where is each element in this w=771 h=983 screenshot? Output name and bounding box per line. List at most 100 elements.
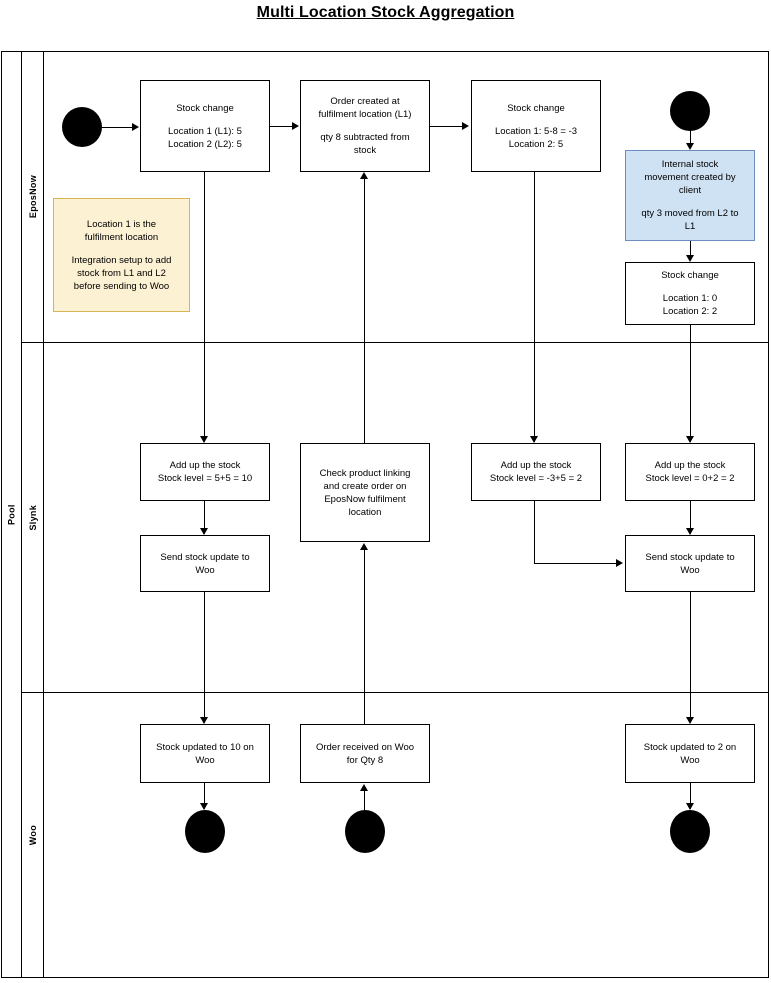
connector-end-woo-order-to-order-received — [364, 790, 365, 815]
node-line: fulfilment location (L1) — [318, 109, 412, 120]
node-slynk-send-update-1[interactable]: Send stock update to Woo — [140, 535, 270, 592]
pool-label: Pool — [6, 504, 17, 525]
node-line: Stock level = 5+5 = 10 — [157, 473, 253, 484]
lane-eposnow: EposNow — [22, 51, 769, 343]
lane-woo: Woo — [22, 693, 769, 978]
lane-label-column-slynk: Slynk — [22, 343, 44, 692]
lane-label-column-eposnow: EposNow — [22, 51, 44, 342]
node-line: Order created at — [330, 96, 400, 107]
node-slynk-send-update-2[interactable]: Send stock update to Woo — [625, 535, 755, 592]
lane-label-slynk: Slynk — [27, 504, 38, 531]
arrowhead-order-received — [360, 784, 368, 791]
node-epos-note[interactable]: Location 1 is the fulfilment location In… — [53, 198, 190, 312]
node-line: Add up the stock — [500, 460, 572, 471]
node-woo-order-received[interactable]: Order received on Woo for Qty 8 — [300, 724, 430, 783]
page-title: Multi Location Stock Aggregation — [256, 4, 515, 21]
node-line: Integration setup to add — [71, 254, 172, 266]
node-line: Location 1: 0 — [662, 293, 718, 304]
node-line: Stock updated to 10 on — [156, 741, 254, 753]
arrowhead-check-linking — [360, 543, 368, 550]
node-epos-stock-change-3[interactable]: Stock change Location 1: 0 Location 2: 2 — [625, 262, 755, 325]
node-epos-order-created[interactable]: Order created at fulfilment location (L1… — [300, 80, 430, 172]
node-line: movement created by — [644, 172, 736, 183]
node-line: Woo — [680, 754, 700, 766]
connector-start-to-stock-change-1 — [102, 127, 134, 128]
connector-woo-order-to-check-linking — [364, 549, 365, 724]
arrowhead-send-update-2-left — [616, 559, 623, 567]
start-event-internal-movement[interactable] — [670, 91, 710, 131]
arrowhead-order-created — [360, 172, 368, 179]
end-event-woo-stock-10[interactable] — [185, 810, 225, 853]
node-epos-stock-change-2[interactable]: Stock change Location 1: 5-8 = -3 Locati… — [471, 80, 601, 172]
node-line: Location 1: 5-8 = -3 — [494, 125, 578, 137]
node-slynk-check-linking[interactable]: Check product linking and create order o… — [300, 443, 430, 542]
node-line: Send stock update to — [645, 551, 735, 563]
arrowhead-woo-stock-10 — [200, 717, 208, 724]
node-line: Add up the stock — [654, 460, 726, 471]
connector-stock-change-1-to-add-up-1 — [204, 172, 205, 442]
lane-label-eposnow: EposNow — [27, 174, 38, 219]
node-line: Location 2 (L2): 5 — [168, 138, 242, 150]
arrowhead-add-up-1 — [200, 436, 208, 443]
node-line: EposNow fulfilment — [324, 493, 406, 505]
connector-stock-change-2-to-add-up-2 — [534, 172, 535, 442]
node-line: Stock level = -3+5 = 2 — [489, 473, 583, 484]
end-event-woo-order[interactable] — [345, 810, 385, 853]
connector-stock-change-3-to-add-up-3 — [690, 325, 691, 442]
arrowhead-add-up-2 — [530, 436, 538, 443]
arrowhead-woo-stock-2 — [686, 717, 694, 724]
node-epos-internal-movement[interactable]: Internal stock movement created by clien… — [625, 150, 755, 241]
node-line: Location 1 is the — [86, 218, 157, 230]
lane-label-woo: Woo — [27, 825, 38, 846]
connector-woo-stock-2-to-end — [690, 783, 691, 809]
node-line: Stock change — [661, 270, 719, 281]
arrowhead-internal-movement — [686, 143, 694, 150]
node-line: and create order on — [323, 480, 407, 492]
connector-start-internal-to-internal-movement — [690, 127, 691, 145]
connector-send-update-2-to-woo-stock-2 — [690, 592, 691, 723]
node-line: stock from L1 and L2 — [77, 267, 166, 279]
node-line: Stock change — [176, 102, 234, 114]
node-woo-stock-updated-2[interactable]: Stock updated to 2 on Woo — [625, 724, 755, 783]
node-line: Woo — [195, 564, 215, 576]
node-line: Stock level = 0+2 = 2 — [645, 473, 735, 484]
connector-add-up-2-elbow-horizontal — [534, 563, 617, 564]
lane-label-column-woo: Woo — [22, 693, 44, 978]
node-woo-stock-updated-10[interactable]: Stock updated to 10 on Woo — [140, 724, 270, 783]
connector-stock-change-1-to-order-created — [270, 126, 293, 127]
node-line: Location 2: 2 — [662, 306, 718, 317]
node-line: Check product linking — [319, 467, 411, 479]
connector-check-linking-to-order-created — [364, 178, 365, 443]
node-epos-stock-change-1[interactable]: Stock change Location 1 (L1): 5 Location… — [140, 80, 270, 172]
node-slynk-add-up-1[interactable]: Add up the stock Stock level = 5+5 = 10 — [140, 443, 270, 501]
node-line: L1 — [684, 221, 696, 232]
arrowhead-stock-change-3 — [686, 255, 694, 262]
end-event-woo-stock-2[interactable] — [670, 810, 710, 853]
pool-label-column — [1, 51, 22, 978]
connector-send-update-1-to-woo-stock-10 — [204, 592, 205, 723]
arrowhead-add-up-3 — [686, 436, 694, 443]
node-line: location — [348, 506, 382, 518]
node-slynk-add-up-2[interactable]: Add up the stock Stock level = -3+5 = 2 — [471, 443, 601, 501]
node-line: Add up the stock — [169, 460, 241, 471]
node-line: Stock change — [507, 102, 565, 114]
connector-internal-movement-to-stock-change-3 — [690, 241, 691, 256]
connector-add-up-1-to-send-update-1 — [204, 501, 205, 534]
lane-slynk: Slynk — [22, 343, 769, 693]
node-line: Stock updated to 2 on — [643, 741, 737, 753]
start-event-eposnow[interactable] — [62, 107, 102, 147]
connector-woo-stock-10-to-end — [204, 783, 205, 809]
node-line: Location 1 (L1): 5 — [168, 125, 242, 137]
node-line: before sending to Woo — [73, 280, 170, 292]
node-line: Send stock update to — [160, 551, 250, 563]
node-slynk-add-up-3[interactable]: Add up the stock Stock level = 0+2 = 2 — [625, 443, 755, 501]
connector-add-up-2-elbow-vertical — [534, 501, 535, 563]
arrowhead-start-to-stock-change-1 — [132, 123, 139, 131]
node-line: for Qty 8 — [346, 754, 384, 766]
node-line: client — [678, 185, 702, 196]
arrowhead-send-update-2-top — [686, 528, 694, 535]
node-line: qty 3 moved from L2 to — [641, 208, 739, 219]
arrowhead-stock-change-2 — [462, 122, 469, 130]
connector-order-created-to-stock-change-2 — [430, 126, 463, 127]
